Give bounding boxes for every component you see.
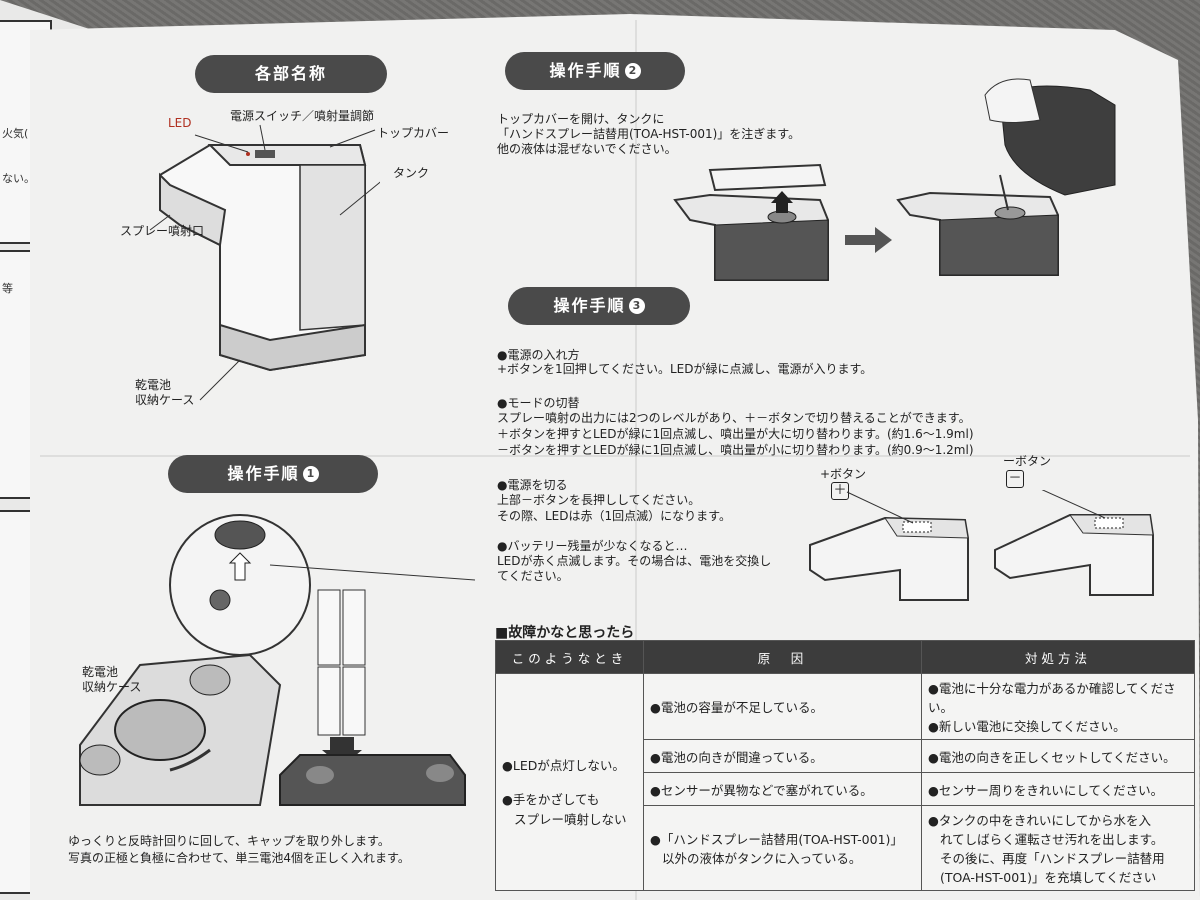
table-row: ●「ハンドスプレー詰替用(TOA-HST-001)」 以外の液体がタンクに入って… (496, 805, 1195, 891)
switch-label: 電源スイッチ／噴射量調節 (230, 109, 375, 123)
header-fix: 対処方法 (921, 640, 1195, 674)
table-row: ●電池の向きが間違っている。 ●電池の向きを正しくセットしてください。 (496, 739, 1195, 773)
fix-line: その後に、再度「ハンドスプレー詰替用 (940, 851, 1165, 866)
step3-mode-text-1: スプレー噴射の出力には2つのレベルがあり、＋－ボタンで切り替えることができます。 (497, 411, 971, 425)
step3-power-title: ●電源の入れ方 (497, 348, 580, 362)
symptom-2-line-1: ●手をかざしても (502, 792, 600, 807)
fix-line: ●電池に十分な電力があるか確認してください。 (928, 681, 1176, 715)
cap-icon (214, 520, 266, 550)
plus-button-label: +ボタン (820, 467, 867, 481)
fix-line: ●タンクの中をきれいにしてから水を入 (928, 813, 1152, 828)
arrow-right-icon (845, 227, 892, 253)
trouble-table: このようなとき 原 因 対処方法 ●LEDが点灯しない。 ●手をかざしても スプ… (495, 640, 1195, 891)
step1-battery-illustration (79, 514, 476, 806)
led-icon (246, 152, 250, 156)
battery-case-label-2: 収納ケース (135, 393, 195, 407)
step3-battery-text-2: てください。 (497, 569, 569, 583)
fold-line-horizontal (40, 455, 1190, 457)
step3-battery-text-1: LEDが赤く点滅します。その場合は、電池を交換し (497, 554, 772, 568)
fix-line: ●新しい電池に交換してください。 (928, 719, 1126, 734)
table-header-row: このようなとき 原 因 対処方法 (495, 640, 1195, 674)
step3-mode-title: ●モードの切替 (497, 396, 580, 410)
dispenser-illustration (149, 124, 380, 401)
fix-line: れてしばらく運転させ汚れを出します。 (940, 832, 1164, 847)
fix-cell: ●電池の向きを正しくセットしてください。 (921, 739, 1195, 773)
parts-heading: 各部名称 (195, 55, 387, 93)
tank-label: タンク (393, 166, 430, 180)
cause-cell: ●電池の容量が不足している。 (643, 673, 922, 740)
nozzle-label: スプレー噴射口 (120, 224, 205, 238)
step3-mode-text-2: ＋ボタンを押すとLEDが緑に1回点滅し、噴出量が大に切り替わります。(約1.6～… (497, 427, 974, 441)
left-text-3: 等 (2, 282, 13, 295)
hand-icon (984, 78, 1041, 123)
plus-button-icon: ＋ (831, 482, 849, 500)
arrow-up-icon (228, 552, 252, 581)
battery-cover-icon (114, 699, 206, 761)
rotate-arrow-icon (169, 748, 211, 772)
left-text-2: ない。 (2, 172, 35, 185)
step1-line-1: ゆっくりと反時計回りに回して、キャップを取り外します。 (68, 834, 390, 848)
minus-button-highlight (1094, 517, 1124, 529)
symptom-cell: ●LEDが点灯しない。 ●手をかざしても スプレー噴射しない (495, 673, 644, 891)
step3-battery-title: ●バッテリー残量が少なくなると… (497, 539, 688, 553)
fix-line: (TOA-HST-001)」を充填してください (940, 870, 1157, 885)
cause-cell: ●センサーが異物などで塞がれている。 (643, 772, 922, 806)
step2-line-2: 「ハンドスプレー詰替用(TOA-HST-001)」を注ぎます。 (497, 127, 801, 141)
step3-off-text-1: 上部－ボタンを長押ししてください。 (497, 493, 701, 507)
step1-battery-label-2: 収納ケース (82, 680, 142, 694)
cause-cell: ●電池の向きが間違っている。 (643, 739, 922, 773)
battery-icon (317, 589, 341, 666)
arrow-up-icon (771, 191, 793, 213)
step1-battery-label-1: 乾電池 (82, 665, 119, 679)
symptom-1: ●LEDが点灯しない。 (502, 758, 625, 773)
fold-line-vertical (635, 20, 637, 900)
symptom-2-line-2: スプレー噴射しない (514, 812, 627, 827)
fix-cell: ●電池に十分な電力があるか確認してください。 ●新しい電池に交換してください。 (921, 673, 1195, 740)
minus-button-label: ーボタン (1003, 454, 1052, 468)
battery-icon (342, 666, 366, 736)
table-row: ●センサーが異物などで塞がれている。 ●センサー周りをきれいにしてください。 (496, 772, 1195, 806)
arrow-down-icon (322, 737, 362, 767)
step3-off-text-2: その際、LEDは赤（1回点滅）になります。 (497, 509, 731, 523)
step3-button-illustration (809, 490, 1154, 601)
trouble-heading: ■故障かなと思ったら (495, 625, 635, 641)
plus-button-highlight (902, 521, 932, 533)
step2-line-3: 他の液体は混ぜないでください。 (497, 142, 677, 156)
step1-line-2: 写真の正極と負極に合わせて、単三電池4個を正しく入れます。 (68, 851, 410, 865)
cause-cell: ●「ハンドスプレー詰替用(TOA-HST-001)」 以外の液体がタンクに入って… (643, 805, 922, 891)
step3-mode-text-3: －ボタンを押すとLEDが緑に1回点滅し、噴出量が小に切り替わります。(約0.9～… (497, 443, 974, 457)
battery-icon (342, 589, 366, 666)
fix-cell: ●センサー周りをきれいにしてください。 (921, 772, 1195, 806)
cause-line: ●「ハンドスプレー詰替用(TOA-HST-001)」 (650, 832, 903, 847)
step2-line-1: トップカバーを開け、タンクに (497, 112, 665, 126)
led-label: LED (168, 116, 192, 130)
step2-fill-illustration (673, 78, 1116, 281)
fix-cell: ●タンクの中をきれいにしてから水を入 れてしばらく運転させ汚れを出します。 その… (921, 805, 1195, 891)
header-symptom: このようなとき (495, 640, 644, 674)
step3-off-title: ●電源を切る (497, 478, 568, 492)
step3-power-text: +ボタンを1回押してください。LEDが緑に点滅し、電源が入ります。 (497, 362, 873, 376)
battery-case-label-1: 乾電池 (135, 378, 172, 392)
cause-line: 以外の液体がタンクに入っている。 (662, 851, 862, 866)
minus-button-icon: － (1006, 470, 1024, 488)
header-cause: 原 因 (643, 640, 922, 674)
table-row: ●LEDが点灯しない。 ●手をかざしても スプレー噴射しない ●電池の容量が不足… (495, 673, 1195, 891)
switch-icon (255, 150, 275, 158)
top-cover-label: トップカバー (377, 126, 450, 140)
battery-icon (317, 666, 341, 736)
lid-icon (708, 163, 827, 192)
